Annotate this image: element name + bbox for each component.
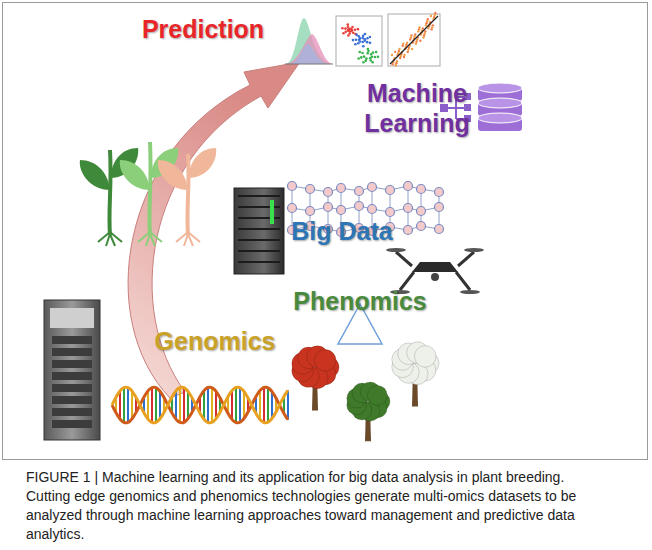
scatter-dot [354,28,357,31]
scatter-dot [374,56,377,59]
stage-label: Phenomics [290,286,430,316]
scatter-dot [362,35,365,38]
scatter-dot [363,55,366,58]
scatter-dot [362,61,365,64]
scatter-dot [359,37,362,40]
scatter-dot [366,41,369,44]
scatter-dot [375,51,378,54]
scatter-dot [364,33,367,36]
cycle-arrow [128,62,300,398]
figure-caption: FIGURE 1 | Machine learning and its appl… [26,468,611,544]
stage-label: Genomics [140,326,290,356]
scatter-dot [347,26,350,29]
scatter-dot [362,45,365,48]
scatter-dot [369,42,372,45]
scatter-dot [355,38,358,41]
stage-label: Big Data [282,216,402,246]
sequencer-machine [44,300,100,440]
scatter-dot [344,27,347,30]
scatter-dot [344,31,347,34]
scatter-dot [351,26,354,29]
scatter-dot [350,30,353,33]
scatter-dot [369,57,372,60]
scatter-dot [357,28,360,31]
scatter-dot [342,32,345,35]
scatter-dot [372,51,375,54]
scatter-dot [371,61,374,64]
scatter-dot [369,36,372,39]
trees [292,342,439,441]
density-plot [285,18,333,64]
scatter-dot [357,42,360,45]
scatter-dot [366,52,369,55]
scatter-dot [363,39,366,42]
scatter-dot [361,52,364,55]
scatter-dot [366,37,369,40]
scatter-dot [347,28,350,31]
dna-helix [112,387,288,423]
scatter-dot [357,57,360,60]
scatter-dot [377,56,380,59]
server-rack [234,188,284,274]
scatter-dot [352,39,355,42]
scatter-dot [355,34,358,37]
scatter-dot [341,27,344,30]
stage-label: Machine Learning [352,78,482,138]
scatter-dot [358,51,361,54]
plant-seedlings [80,142,216,246]
scatter-dot [348,32,351,35]
regression-plot [388,12,440,67]
scatter-plot [336,16,382,66]
stage-label: Prediction [128,14,278,44]
scatter-dot [354,43,357,46]
scatter-dot [367,48,370,51]
scatter-dot [360,56,363,59]
scatter-dot [364,59,367,62]
